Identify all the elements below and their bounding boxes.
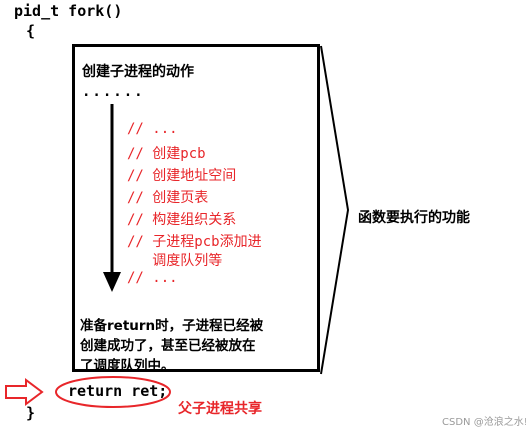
note-line-2: 创建成功了，甚至已经被放在 (80, 338, 256, 354)
close-brace: } (26, 404, 36, 422)
step-1: // ... (127, 121, 178, 137)
function-signature: pid_t fork() (14, 2, 123, 20)
watermark: CSDN @沧浪之水! (442, 417, 526, 428)
brace-label: 函数要执行的功能 (358, 210, 470, 226)
down-arrow-icon (103, 104, 121, 292)
step-6-continued: 调度队列等 (127, 253, 223, 269)
box-heading: 创建子进程的动作 (82, 64, 194, 80)
return-statement: return ret; (68, 382, 168, 400)
step-3: // 创建地址空间 (127, 168, 237, 184)
box-ellipsis: ...... (82, 84, 145, 100)
note-line-3: 了调度队列中。 (80, 358, 175, 374)
note-line-1: 准备return时，子进程已经被 (80, 318, 264, 334)
step-6: // 子进程pcb添加进 (127, 234, 262, 250)
step-4: // 创建页表 (127, 190, 209, 206)
step-7: // ... (127, 270, 178, 286)
right-brace-icon (320, 45, 350, 375)
red-arrow-icon (5, 378, 44, 406)
step-2: // 创建pcb (127, 146, 206, 162)
return-highlight-ellipse (55, 376, 171, 408)
open-brace: { (26, 22, 36, 40)
function-actions-box (72, 44, 320, 372)
step-5: // 构建组织关系 (127, 212, 237, 228)
shared-annotation: 父子进程共享 (178, 401, 262, 417)
